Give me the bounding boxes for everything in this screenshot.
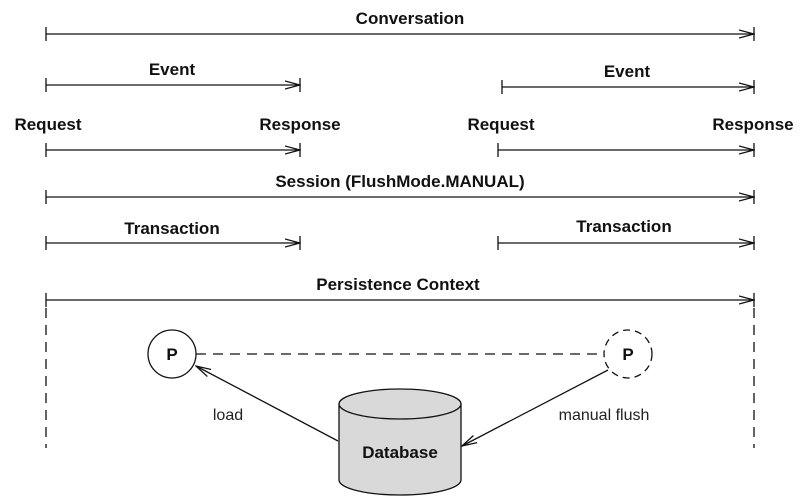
database-label: Database	[362, 443, 438, 462]
event-span-2	[501, 80, 754, 94]
entity-loaded: P	[147, 329, 197, 379]
response-label-1: Response	[259, 115, 340, 134]
request-response-span-1	[45, 143, 300, 157]
transaction-span-2	[497, 236, 754, 250]
database-icon: Database	[338, 388, 462, 496]
transaction-span-1	[45, 236, 300, 250]
transaction-label-1: Transaction	[124, 219, 219, 238]
entity-dirty-label: P	[622, 345, 633, 364]
event-label-2: Event	[604, 62, 651, 81]
request-label-2: Request	[467, 115, 534, 134]
load-label: load	[213, 407, 243, 424]
conversation-label: Conversation	[356, 9, 465, 28]
entity-loaded-label: P	[166, 345, 177, 364]
load-arrow	[196, 366, 339, 442]
flush-arrow	[462, 369, 609, 446]
event-span-1	[45, 78, 300, 92]
response-label-2: Response	[712, 115, 793, 134]
request-label-1: Request	[14, 115, 81, 134]
event-label-1: Event	[149, 60, 196, 79]
session-span	[45, 190, 754, 204]
manual-flush-label: manual flush	[559, 407, 650, 424]
conversation-span	[45, 27, 754, 41]
persistence-context-label: Persistence Context	[316, 275, 480, 294]
request-response-span-2	[497, 143, 754, 157]
session-label: Session (FlushMode.MANUAL)	[275, 172, 524, 191]
entity-dirty: P	[603, 329, 653, 379]
transaction-label-2: Transaction	[576, 217, 671, 236]
persistence-context-span	[45, 293, 754, 307]
